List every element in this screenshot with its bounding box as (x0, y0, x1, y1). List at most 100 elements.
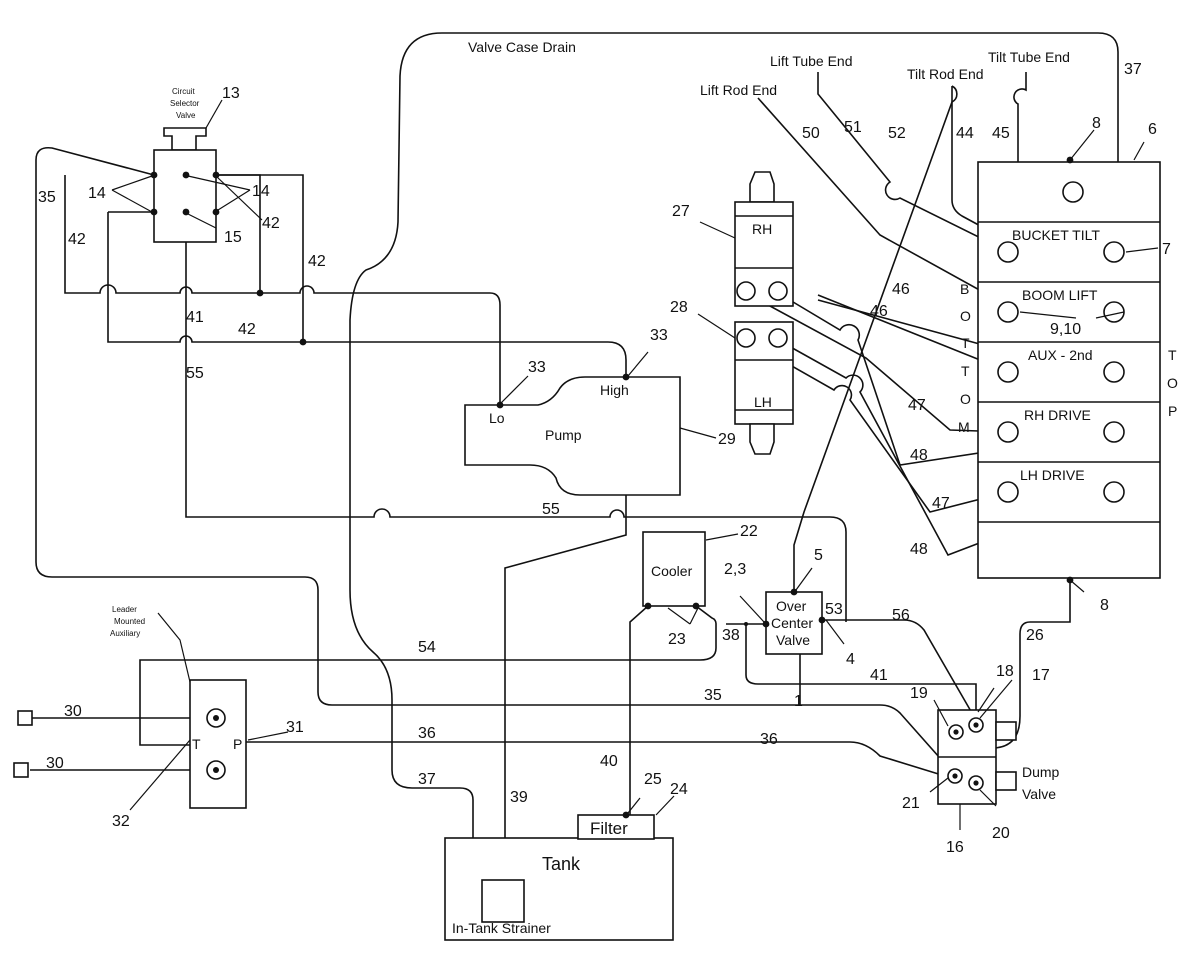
pump (464, 373, 681, 496)
ref-47-bottom: 47 (932, 495, 950, 512)
leader-mounted-auxiliary (13, 679, 247, 809)
ref-24: 24 (670, 781, 688, 798)
t-port-label: T (192, 736, 201, 752)
ref-52: 52 (888, 125, 906, 142)
ref-41-top: 41 (186, 309, 204, 326)
tank (444, 811, 674, 941)
bucket-tilt-label: BUCKET TILT (1012, 227, 1100, 243)
ref-27: 27 (672, 203, 690, 220)
ref-7: 7 (1162, 241, 1171, 258)
ref-46-top: 46 (892, 281, 910, 298)
p-port-label: P (233, 736, 242, 752)
ref-22: 22 (740, 523, 758, 540)
ref-21: 21 (902, 795, 920, 812)
ref-40: 40 (600, 753, 618, 770)
reference-numbers: 13 14 14 15 35 42 42 42 42 41 55 55 37 3… (38, 61, 1171, 856)
ref-14-left: 14 (88, 185, 106, 202)
auxiliary-label: Auxiliary (110, 629, 140, 638)
pump-label: Pump (545, 427, 582, 443)
rh-cylinder (734, 171, 794, 307)
ref-37-bottom: 37 (418, 771, 436, 788)
ref-39: 39 (510, 789, 528, 806)
ref-25: 25 (644, 771, 662, 788)
ref-8-bottom: 8 (1100, 597, 1109, 614)
ref-9-10: 9,10 (1050, 321, 1081, 338)
dump-valve-label: Valve (1022, 786, 1056, 802)
ref-28: 28 (670, 299, 688, 316)
ref-32: 32 (112, 813, 130, 830)
ref-14-right: 14 (252, 183, 270, 200)
bottom-letter-2: T (961, 335, 970, 351)
ref-51: 51 (844, 119, 862, 136)
bottom-letter-4: O (960, 391, 971, 407)
top-letter-0: T (1168, 347, 1177, 363)
bottom-letter-3: T (961, 363, 970, 379)
ref-56: 56 (892, 607, 910, 624)
lh-drive-label: LH DRIVE (1020, 467, 1085, 483)
aux-2nd-label: AUX - 2nd (1028, 347, 1093, 363)
ref-30-bottom: 30 (46, 755, 64, 772)
rh-drive-label: RH DRIVE (1024, 407, 1091, 423)
ref-44: 44 (956, 125, 974, 142)
ref-55-mid: 55 (542, 501, 560, 518)
ref-53: 53 (825, 601, 843, 618)
dump-label: Dump (1022, 764, 1060, 780)
ref-47-top: 47 (908, 397, 926, 414)
ref-54: 54 (418, 639, 436, 656)
ref-38: 38 (722, 627, 740, 644)
top-letter-2: P (1168, 403, 1177, 419)
ref-48-top: 48 (910, 447, 928, 464)
center-label: Center (771, 615, 813, 631)
ref-8-top: 8 (1092, 115, 1101, 132)
selector-valve-label: Valve (176, 111, 196, 120)
leader-label: Leader (112, 605, 137, 614)
labels: Valve Case Drain Lift Tube End Tilt Tube… (110, 39, 1178, 936)
tilt-tube-end-label: Tilt Tube End (988, 49, 1070, 65)
lift-rod-end-label: Lift Rod End (700, 82, 777, 98)
tank-label: Tank (542, 854, 581, 874)
ref-4: 4 (846, 651, 855, 668)
mounted-label: Mounted (114, 617, 145, 626)
lift-tube-end-label: Lift Tube End (770, 53, 853, 69)
bottom-letter-1: O (960, 308, 971, 324)
circuit-label: Circuit (172, 87, 195, 96)
ref-2-3: 2,3 (724, 561, 746, 578)
ref-50: 50 (802, 125, 820, 142)
valve-case-drain-label: Valve Case Drain (468, 39, 576, 55)
ref-35-bottom: 35 (704, 687, 722, 704)
ref-42-far: 42 (308, 253, 326, 270)
ref-18: 18 (996, 663, 1014, 680)
ref-42-left: 42 (68, 231, 86, 248)
cooler (642, 531, 706, 610)
valve-label: Valve (776, 632, 810, 648)
ref-20: 20 (992, 825, 1010, 842)
ref-37-top: 37 (1124, 61, 1142, 78)
ref-23: 23 (668, 631, 686, 648)
ref-46-mid: 46 (870, 303, 888, 320)
ref-1: 1 (794, 693, 803, 710)
filter-label: Filter (590, 819, 628, 838)
cooler-label: Cooler (651, 563, 693, 579)
ref-30-top: 30 (64, 703, 82, 720)
strainer-label: In-Tank Strainer (452, 920, 551, 936)
ref-42-mid: 42 (238, 321, 256, 338)
ref-35-top: 35 (38, 189, 56, 206)
ref-6: 6 (1148, 121, 1157, 138)
ref-55-left: 55 (186, 365, 204, 382)
reference-leaders (111, 99, 1159, 830)
control-valve-bank (977, 156, 1161, 584)
ref-36-left: 36 (418, 725, 436, 742)
over-center-valve (744, 588, 826, 655)
rh-label: RH (752, 221, 772, 237)
tilt-rod-end-label: Tilt Rod End (907, 66, 984, 82)
ref-42-right: 42 (262, 215, 280, 232)
ref-16: 16 (946, 839, 964, 856)
top-letter-1: O (1167, 375, 1178, 391)
ref-29: 29 (718, 431, 736, 448)
high-label: High (600, 382, 629, 398)
ref-17: 17 (1032, 667, 1050, 684)
selector-label: Selector (170, 99, 200, 108)
bottom-letter-5: M (958, 419, 970, 435)
ref-33-high: 33 (650, 327, 668, 344)
